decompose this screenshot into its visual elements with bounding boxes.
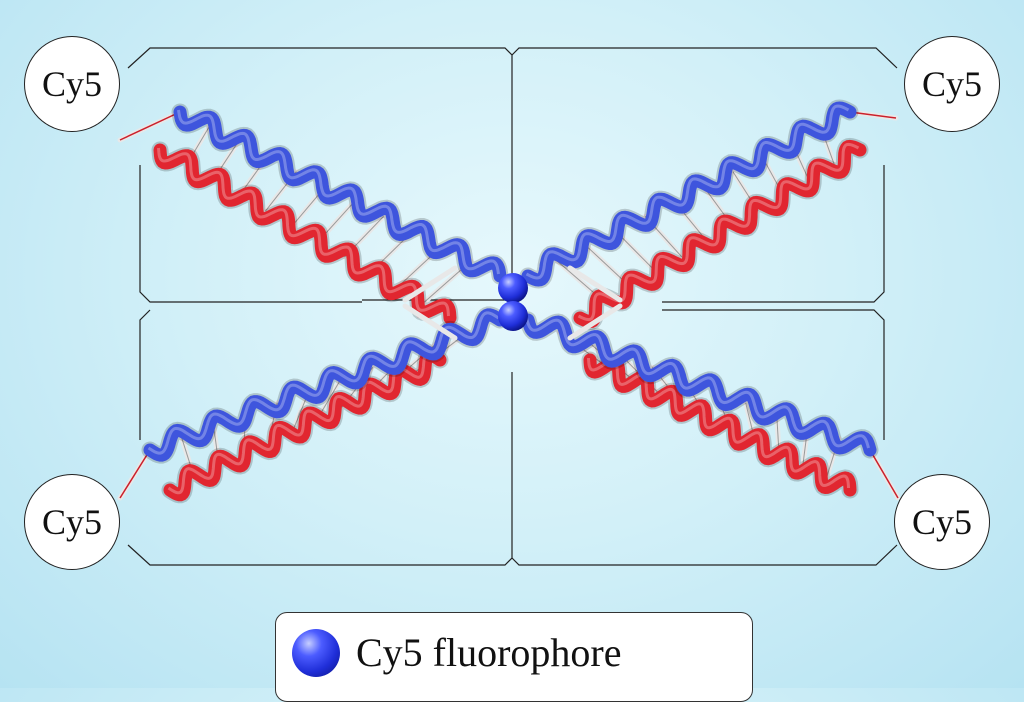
legend-box: Cy5 fluorophore [275,612,753,702]
arm-top-left [117,103,509,327]
red-strand [581,351,859,499]
red-strand [151,141,459,327]
cy5-label-top-left: Cy5 [24,36,120,132]
arm-bottom-left [117,306,509,504]
bracket-top-right [511,47,898,303]
cy5-linker-core [849,111,897,119]
red-strand [161,346,449,504]
bracket-bottom-left [127,309,513,566]
cy5-linker-core [119,111,181,141]
junction-linkers [402,265,623,341]
cy5-linker-core [119,449,151,499]
cy5-label-bottom-right: Cy5 [894,474,990,570]
helix-arms [117,99,901,504]
blue-sphere-icon [292,629,340,677]
legend-label: Cy5 fluorophore [356,630,622,675]
cy5-label-bottom-left: Cy5 [24,474,120,570]
center-sphere-upper [498,273,528,303]
blue-strand [519,99,859,289]
bracket-bottom-right [511,309,898,566]
arm-bottom-right [519,311,901,501]
bracket-lines [127,47,898,566]
bracket-top-left [127,47,513,303]
blue-strand [519,311,879,459]
center-sphere-lower [498,301,528,331]
blue-strand [171,103,509,285]
blue-strand [141,306,509,464]
arm-top-right [519,99,899,331]
base-pair-rungs [183,124,474,306]
red-strand [571,137,869,331]
cy5-label-top-right: Cy5 [904,36,1000,132]
cy5-linker-core [869,449,899,499]
center-junction [498,273,528,331]
